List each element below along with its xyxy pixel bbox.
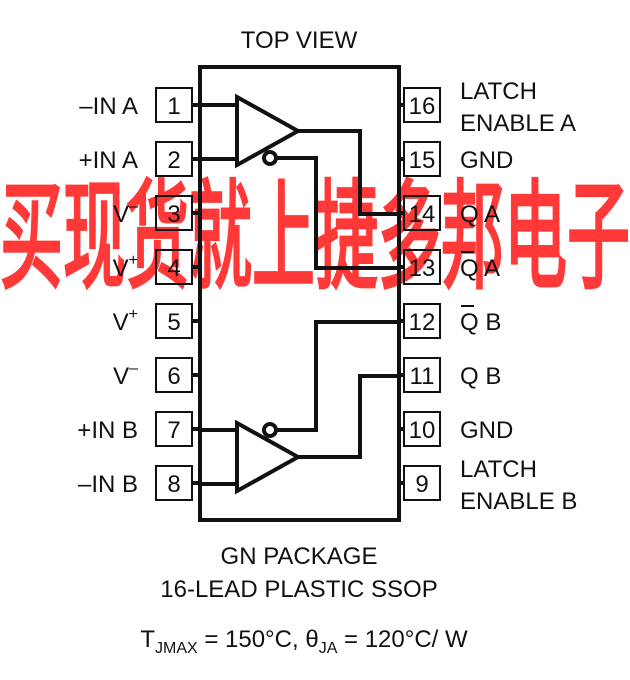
pin-number: 1 [167, 93, 180, 120]
pin-label-text: +IN B [77, 417, 138, 444]
pin-number: 15 [409, 147, 436, 174]
pin-label-line1: LATCH [460, 456, 537, 483]
wire-out-qb-bar [276, 320, 399, 432]
pin-number: 5 [167, 309, 180, 336]
pin-label-line1: LATCH [460, 78, 537, 105]
internal-wiring [200, 103, 399, 486]
comparator-a [235, 93, 303, 169]
pin-number: 2 [167, 147, 180, 174]
pin-number: 12 [409, 309, 436, 336]
pin-label: +IN A [79, 147, 138, 174]
pin-label: V– [113, 198, 138, 228]
pin-11: 11 Q B [399, 357, 501, 393]
pin-label: GND [460, 147, 513, 174]
pin-label-text: –IN B [78, 471, 138, 498]
comparator-b-inverted-output [262, 422, 278, 438]
pin-label-line2: ENABLE A [460, 110, 576, 137]
pin-14: 14 Q A [399, 195, 500, 231]
pin-15: 15 GND [399, 141, 513, 177]
tjmax-symbol: T [140, 626, 155, 653]
thermal-spec: TJMAX = 150°C, θJA = 120°C/ W [140, 626, 468, 657]
pin-label: +IN B [77, 417, 138, 444]
pin-12: 12 Q B [399, 303, 501, 339]
pin-label: Q A [460, 255, 500, 282]
pin-label-line2: ENABLE B [460, 488, 577, 515]
pin-9: 9 LATCH ENABLE B [399, 456, 577, 515]
package-name: GN PACKAGE [221, 543, 378, 570]
pin-number: 14 [409, 201, 436, 228]
pin-label: V– [113, 360, 138, 390]
pin-number: 4 [167, 255, 180, 282]
pin-number: 6 [167, 363, 180, 390]
pin-7: 7 +IN B [77, 411, 200, 447]
left-pin-column: 1–IN A2+IN A3V–4V+5V+6V–7+IN B8–IN B [77, 87, 200, 501]
pin-label: V+ [113, 306, 138, 336]
pin-16: 16 LATCH ENABLE A [399, 78, 576, 137]
theta-value: = 120°C/ W [337, 626, 468, 653]
pin-label: V+ [113, 252, 138, 282]
pin-number: 13 [409, 255, 436, 282]
theta-symbol: θ [305, 626, 318, 653]
pin-3: 3 V– [113, 195, 200, 231]
comparator-b-triangle [235, 419, 303, 495]
pin-label-superscript: + [129, 306, 138, 323]
package-body [198, 65, 401, 522]
pin-label-text: –IN A [79, 93, 138, 120]
tjmax-value: = 150°C, [198, 626, 306, 653]
pin-label-text: V [113, 309, 129, 336]
package-description: 16-LEAD PLASTIC SSOP [160, 576, 437, 603]
theta-subscript: JA [319, 640, 338, 657]
comparator-a-inverted-output [262, 150, 278, 166]
pin-label: –IN B [78, 471, 138, 498]
pin-8: 8 –IN B [78, 465, 200, 501]
pin-label-superscript: – [129, 360, 138, 377]
pin-number: 3 [167, 201, 180, 228]
pin-13: 13 Q A [399, 249, 500, 285]
pin-2: 2 +IN A [79, 141, 200, 177]
wire-out-qa-bar [276, 156, 399, 270]
pin-label-text: V [113, 255, 129, 282]
pin-label-text: V [113, 201, 129, 228]
pin-number: 16 [409, 93, 436, 120]
pin-label-text: +IN A [79, 147, 138, 174]
pin-label: Q B [460, 309, 501, 336]
pin-label-text: V [113, 363, 129, 390]
pin-label: Q B [460, 363, 501, 390]
pin-number: 11 [410, 363, 435, 390]
pin-number: 7 [167, 417, 180, 444]
pin-number: 10 [409, 417, 436, 444]
pin-label: Q A [460, 201, 500, 228]
pin-number: 8 [167, 471, 180, 498]
pin-6: 6 V– [113, 357, 200, 393]
pin-10: 10 GND [399, 411, 513, 447]
top-view-title: TOP VIEW [241, 27, 358, 54]
tjmax-subscript: JMAX [155, 640, 198, 657]
pin-label-superscript: + [129, 252, 138, 269]
wire-out-qa [298, 129, 399, 216]
pin-label-superscript: – [129, 198, 138, 215]
pin-1: 1 –IN A [79, 87, 200, 123]
pin-5: 5 V+ [113, 303, 200, 339]
pin-4: 4 V+ [113, 249, 200, 285]
pin-label: –IN A [79, 93, 138, 120]
pin-label: GND [460, 417, 513, 444]
comparator-a-triangle [235, 93, 303, 169]
pin-number: 9 [415, 471, 428, 498]
comparator-b [235, 419, 303, 495]
wire-out-qb [298, 374, 399, 459]
